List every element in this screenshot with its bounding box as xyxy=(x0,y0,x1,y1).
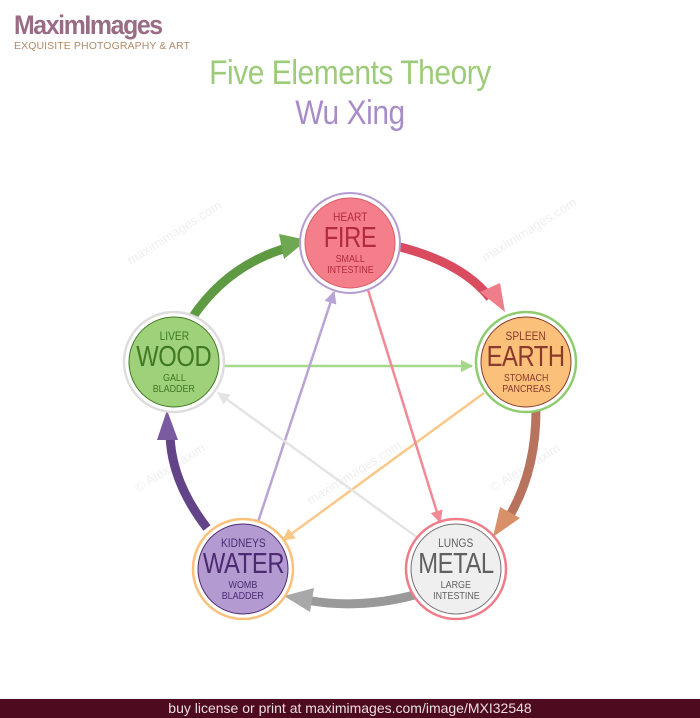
wood-organ-bottom-1: GALL xyxy=(162,371,186,384)
water-circle xyxy=(197,523,289,615)
arrow-fire-to-metal xyxy=(366,289,443,524)
fire-element-label: FIRE xyxy=(323,221,377,254)
metal-organ-top: LUNGS xyxy=(438,535,474,550)
wood-organ-bottom-2: BLADDER xyxy=(152,382,196,395)
metal-organ-bottom-1: LARGE xyxy=(440,578,472,591)
node-metal: LUNGS METAL LARGE INTESTINE xyxy=(410,523,502,615)
logo-tagline: EXQUISITE PHOTOGRAPHY & ART xyxy=(14,40,190,52)
arrow-metal-to-water xyxy=(284,588,420,612)
arrow-earth-to-metal xyxy=(493,409,541,537)
fire-circle xyxy=(304,197,396,289)
diagram-title: Five Elements Theory xyxy=(209,54,491,92)
arrow-water-to-wood xyxy=(157,410,211,531)
metal-organ-bottom-2: INTESTINE xyxy=(432,589,480,602)
node-earth: SPLEEN EARTH STOMACH PANCREAS xyxy=(480,316,572,408)
node-water: KIDNEYS WATER WOMB BLADDER xyxy=(197,523,289,615)
arrow-earth-to-water xyxy=(281,391,485,542)
controlling-cycle xyxy=(216,289,485,542)
node-circles xyxy=(122,192,578,621)
license-footer-link[interactable]: buy license or print at maximimages.com/… xyxy=(0,699,700,718)
earth-circle xyxy=(480,316,572,408)
wood-organ-top: LIVER xyxy=(159,328,189,343)
generating-cycle xyxy=(157,234,541,612)
arrow-fire-to-earth xyxy=(394,241,505,312)
arrow-metal-to-wood xyxy=(216,391,419,540)
fire-organ-bottom-1: SMALL xyxy=(335,252,365,265)
earth-organ-top: SPLEEN xyxy=(505,328,547,343)
wood-element-label: WOOD xyxy=(136,340,212,373)
diagram-subtitle: Wu Xing xyxy=(295,94,405,132)
metal-circle xyxy=(410,523,502,615)
fire-organ-top: HEART xyxy=(332,209,368,224)
node-fire: HEART FIRE SMALL INTESTINE xyxy=(304,197,396,289)
earth-organ-bottom-2: PANCREAS xyxy=(501,382,551,395)
fire-organ-bottom-2: INTESTINE xyxy=(326,263,374,276)
water-element-label: WATER xyxy=(202,547,284,580)
earth-organ-bottom-1: STOMACH xyxy=(503,371,549,384)
arrow-water-to-fire xyxy=(256,290,337,523)
arrow-wood-to-fire xyxy=(188,234,307,321)
water-organ-bottom-1: WOMB xyxy=(228,578,258,591)
node-wood: LIVER WOOD GALL BLADDER xyxy=(128,316,220,408)
wood-circle xyxy=(128,316,220,408)
water-organ-bottom-2: BLADDER xyxy=(221,589,265,602)
logo: MaximImages EXQUISITE PHOTOGRAPHY & ART xyxy=(14,10,190,53)
water-organ-top: KIDNEYS xyxy=(220,535,266,550)
metal-element-label: METAL xyxy=(418,547,494,580)
logo-name: MaximImages xyxy=(14,10,163,40)
earth-element-label: EARTH xyxy=(486,340,566,373)
